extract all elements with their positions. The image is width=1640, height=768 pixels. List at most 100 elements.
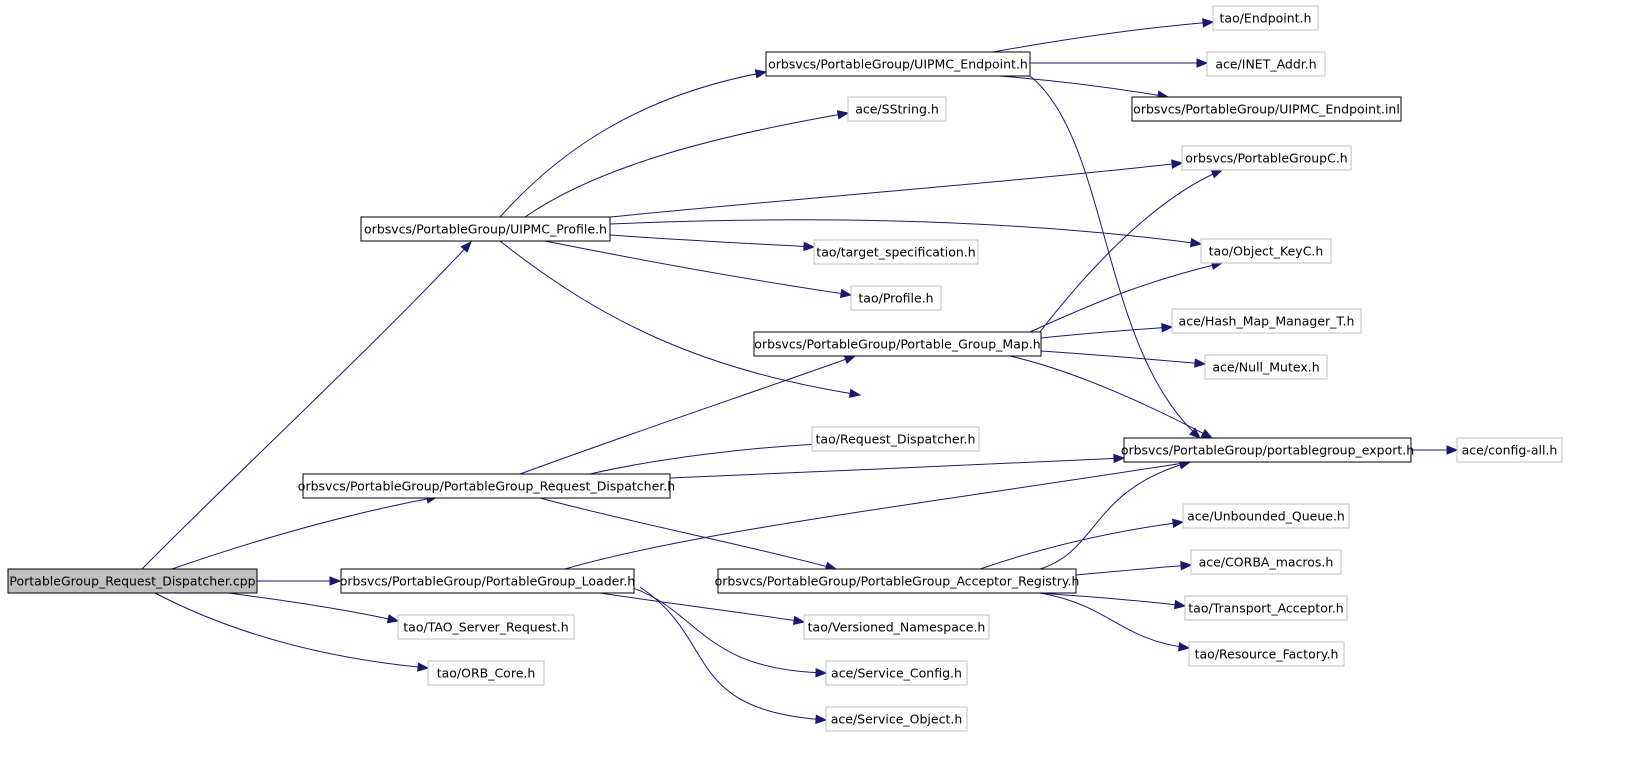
- edge-n_endpoint_h-to-n_tao_endpoint: [992, 21, 1214, 53]
- node-tao-object-keyc-h[interactable]: tao/Object_KeyC.h: [1200, 238, 1332, 264]
- node-box: [1456, 437, 1563, 463]
- edge-n_profile-to-n_export: [499, 240, 861, 396]
- node-box: [753, 331, 1042, 357]
- node-orbsvcs-portablegroup-portablegroup-request-dispatcher-h[interactable]: orbsvcs/PortableGroup/PortableGroup_Requ…: [298, 473, 675, 499]
- node-box: [850, 285, 942, 311]
- node-box: [1123, 437, 1412, 463]
- arrowhead-n_acceptreg-to-n_resfact: [1178, 642, 1191, 652]
- node-label: tao/Profile.h: [858, 291, 933, 306]
- node-label: ace/Service_Config.h: [831, 666, 962, 681]
- node-orbsvcs-portablegroup-uipmc-endpoint-h[interactable]: orbsvcs/PortableGroup/UIPMC_Endpoint.h: [765, 51, 1031, 77]
- node-box: [1131, 96, 1402, 122]
- node-label: ace/SString.h: [855, 102, 939, 117]
- edge-n_root-to-n_orbcore: [154, 592, 429, 669]
- nodes-layer: PortableGroup_Request_Dispatcher.cpp orbs…: [7, 5, 1563, 732]
- edge-n_root-to-n_profile: [141, 241, 472, 570]
- node-box: [397, 614, 575, 640]
- node-box: [717, 568, 1077, 594]
- node-orbsvcs-portablegroup-portablegroup-export-h[interactable]: orbsvcs/PortableGroup/portablegroup_expo…: [1121, 437, 1414, 463]
- edge-n_pgmap-to-n_nullmutex: [1040, 350, 1206, 365]
- node-tao-profile-h[interactable]: tao/Profile.h: [850, 285, 942, 311]
- node-box: [1171, 308, 1362, 334]
- node-orbsvcs-portablegroup-portablegroup-loader-h[interactable]: orbsvcs/PortableGroup/PortableGroup_Load…: [340, 568, 635, 594]
- node-ace-sstring-h[interactable]: ace/SString.h: [847, 96, 947, 122]
- arrowhead-n_root-to-n_loader: [329, 576, 342, 586]
- node-label: ace/Service_Object.h: [831, 712, 963, 727]
- node-label: orbsvcs/PortableGroup/UIPMC_Profile.h: [364, 222, 607, 237]
- arrowhead-n_acceptreg-to-n_corba: [1180, 561, 1193, 571]
- node-tao-target-specification-h[interactable]: tao/target_specification.h: [813, 239, 979, 265]
- node-ace-inet-addr-h[interactable]: ace/INET_Addr.h: [1206, 51, 1326, 77]
- node-tao-resource-factory-h[interactable]: tao/Resource_Factory.h: [1188, 641, 1345, 667]
- node-orbsvcs-portablegroup-portable-group-map-h[interactable]: orbsvcs/PortableGroup/Portable_Group_Map…: [753, 331, 1042, 357]
- arrowhead-n_pgmap-to-n_pgc: [1210, 169, 1224, 179]
- arrowhead-n_loader-to-n_svcobj: [815, 714, 828, 725]
- node-box: [1200, 238, 1332, 264]
- arrowhead-n_rdh-to-n_pgmap: [843, 355, 857, 364]
- node-label: tao/Object_KeyC.h: [1209, 244, 1324, 259]
- node-box: [1204, 354, 1328, 380]
- node-ace-config-all-h[interactable]: ace/config-all.h: [1456, 437, 1563, 463]
- node-ace-unbounded-queue-h[interactable]: ace/Unbounded_Queue.h: [1182, 503, 1350, 529]
- node-portablegroup-request-dispatcher-cpp: PortableGroup_Request_Dispatcher.cpp: [7, 568, 258, 594]
- node-orbsvcs-portablegroupc-h[interactable]: orbsvcs/PortableGroupC.h: [1181, 145, 1352, 171]
- node-tao-versioned-namespace-h[interactable]: tao/Versioned_Namespace.h: [803, 614, 990, 640]
- node-orbsvcs-portablegroup-portablegroup-acceptor-registry-h[interactable]: orbsvcs/PortableGroup/PortableGroup_Acce…: [715, 568, 1080, 594]
- node-tao-tao-server-request-h[interactable]: tao/TAO_Server_Request.h: [397, 614, 575, 640]
- node-tao-transport-acceptor-h[interactable]: tao/Transport_Acceptor.h: [1184, 595, 1348, 621]
- node-label: orbsvcs/PortableGroup/portablegroup_expo…: [1121, 443, 1414, 458]
- node-ace-service-config-h[interactable]: ace/Service_Config.h: [825, 660, 968, 686]
- edge-n_profile-to-n_sstring: [524, 112, 849, 218]
- node-box: [1188, 641, 1345, 667]
- node-label: tao/target_specification.h: [816, 245, 975, 260]
- edge-n_endpoint_h-to-n_export: [1029, 75, 1201, 439]
- node-box: [847, 96, 947, 122]
- edge-n_rdh-to-n_acceptreg: [539, 497, 837, 570]
- edge-n_loader-to-n_export: [564, 461, 1191, 570]
- edge-n_acceptreg-to-n_transport: [1039, 592, 1186, 607]
- node-box: [1182, 503, 1350, 529]
- node-ace-hash-map-manager-t-h[interactable]: ace/Hash_Map_Manager_T.h: [1171, 308, 1362, 334]
- edge-n_loader-to-n_svcconf: [629, 586, 827, 674]
- node-label: ace/INET_Addr.h: [1215, 57, 1316, 72]
- edge-n_acceptreg-to-n_corba: [1075, 564, 1192, 576]
- edge-n_root-to-n_tsr: [227, 592, 399, 622]
- node-label: tao/ORB_Core.h: [437, 666, 536, 681]
- arrowhead-n_profile-to-n_target: [803, 241, 816, 252]
- arrowhead-n_loader-to-n_versioned: [792, 615, 806, 626]
- edge-n_acceptreg-to-n_export: [1039, 461, 1191, 570]
- node-label: ace/Hash_Map_Manager_T.h: [1179, 314, 1355, 329]
- edge-n_pgmap-to-n_pgc: [1039, 169, 1223, 333]
- node-label: orbsvcs/PortableGroup/UIPMC_Endpoint.h: [768, 57, 1028, 72]
- node-ace-service-object-h[interactable]: ace/Service_Object.h: [825, 706, 968, 732]
- node-tao-endpoint-h[interactable]: tao/Endpoint.h: [1212, 5, 1319, 31]
- arrowhead-n_pgmap-to-n_export: [1200, 428, 1214, 439]
- arrowhead-n_profile-to-n_objkey: [1189, 237, 1203, 248]
- node-tao-request-dispatcher-h[interactable]: tao/Request_Dispatcher.h: [811, 426, 980, 452]
- node-label: orbsvcs/PortableGroup/PortableGroup_Requ…: [298, 479, 675, 494]
- node-orbsvcs-portablegroup-uipmc-profile-h[interactable]: orbsvcs/PortableGroup/UIPMC_Profile.h: [360, 216, 611, 242]
- edge-n_acceptreg-to-n_resfact: [1039, 592, 1190, 649]
- node-ace-corba-macros-h[interactable]: ace/CORBA_macros.h: [1190, 549, 1342, 575]
- node-box: [1190, 549, 1342, 575]
- arrowhead-n_acceptreg-to-n_unbq: [1171, 518, 1185, 529]
- arrowhead-n_acceptreg-to-n_transport: [1173, 599, 1187, 610]
- node-tao-orb-core-h[interactable]: tao/ORB_Core.h: [427, 660, 545, 686]
- arrowhead-n_profile-to-n_endpoint_h: [754, 69, 768, 79]
- edge-n_loader-to-n_versioned: [599, 592, 805, 623]
- node-box: [1206, 51, 1326, 77]
- node-label: tao/Resource_Factory.h: [1195, 647, 1339, 662]
- node-box: [1212, 5, 1319, 31]
- node-ace-null-mutex-h[interactable]: ace/Null_Mutex.h: [1204, 354, 1328, 380]
- node-box: [825, 660, 968, 686]
- arrowhead-n_pgmap-to-n_nullmutex: [1194, 358, 1207, 368]
- node-orbsvcs-portablegroup-uipmc-endpoint-inl[interactable]: orbsvcs/PortableGroup/UIPMC_Endpoint.inl: [1131, 96, 1402, 122]
- node-label: ace/Unbounded_Queue.h: [1187, 509, 1345, 524]
- arrowhead-n_profile-to-n_profile_tao: [839, 288, 853, 299]
- arrowhead-n_root-to-n_profile: [460, 241, 472, 253]
- node-label: orbsvcs/PortableGroup/Portable_Group_Map…: [754, 337, 1040, 352]
- edge-n_rdh-to-n_pgmap: [519, 355, 856, 475]
- edge-n_profile-to-n_pgc: [609, 162, 1183, 218]
- arrowhead-n_root-to-n_tsr: [386, 614, 400, 624]
